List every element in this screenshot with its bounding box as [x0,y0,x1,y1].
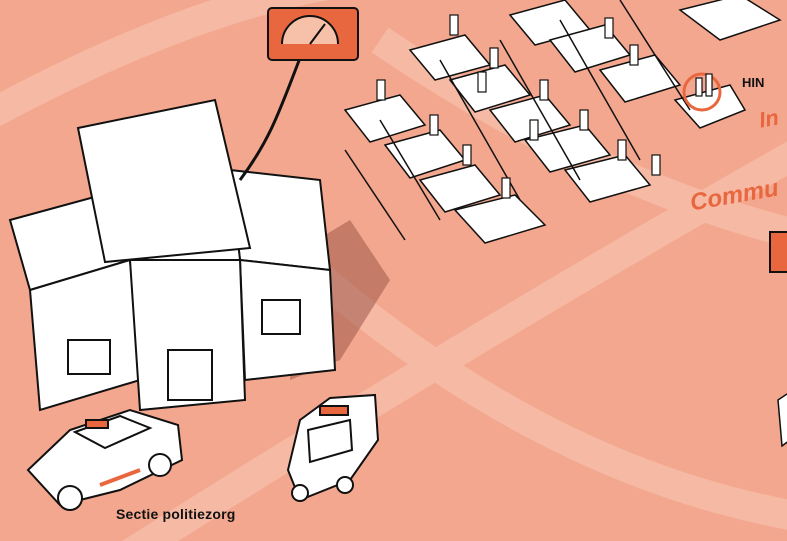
partial-card [778,392,787,446]
partial-word-in: In [757,105,781,134]
pressure-gauge [240,8,358,180]
police-building [10,100,335,410]
hin-tag: HIN [742,75,764,90]
partial-gauge [770,232,787,272]
police-car-left [28,410,182,510]
police-car-right [288,395,378,501]
section-caption: Sectie politiezorg [116,506,236,522]
